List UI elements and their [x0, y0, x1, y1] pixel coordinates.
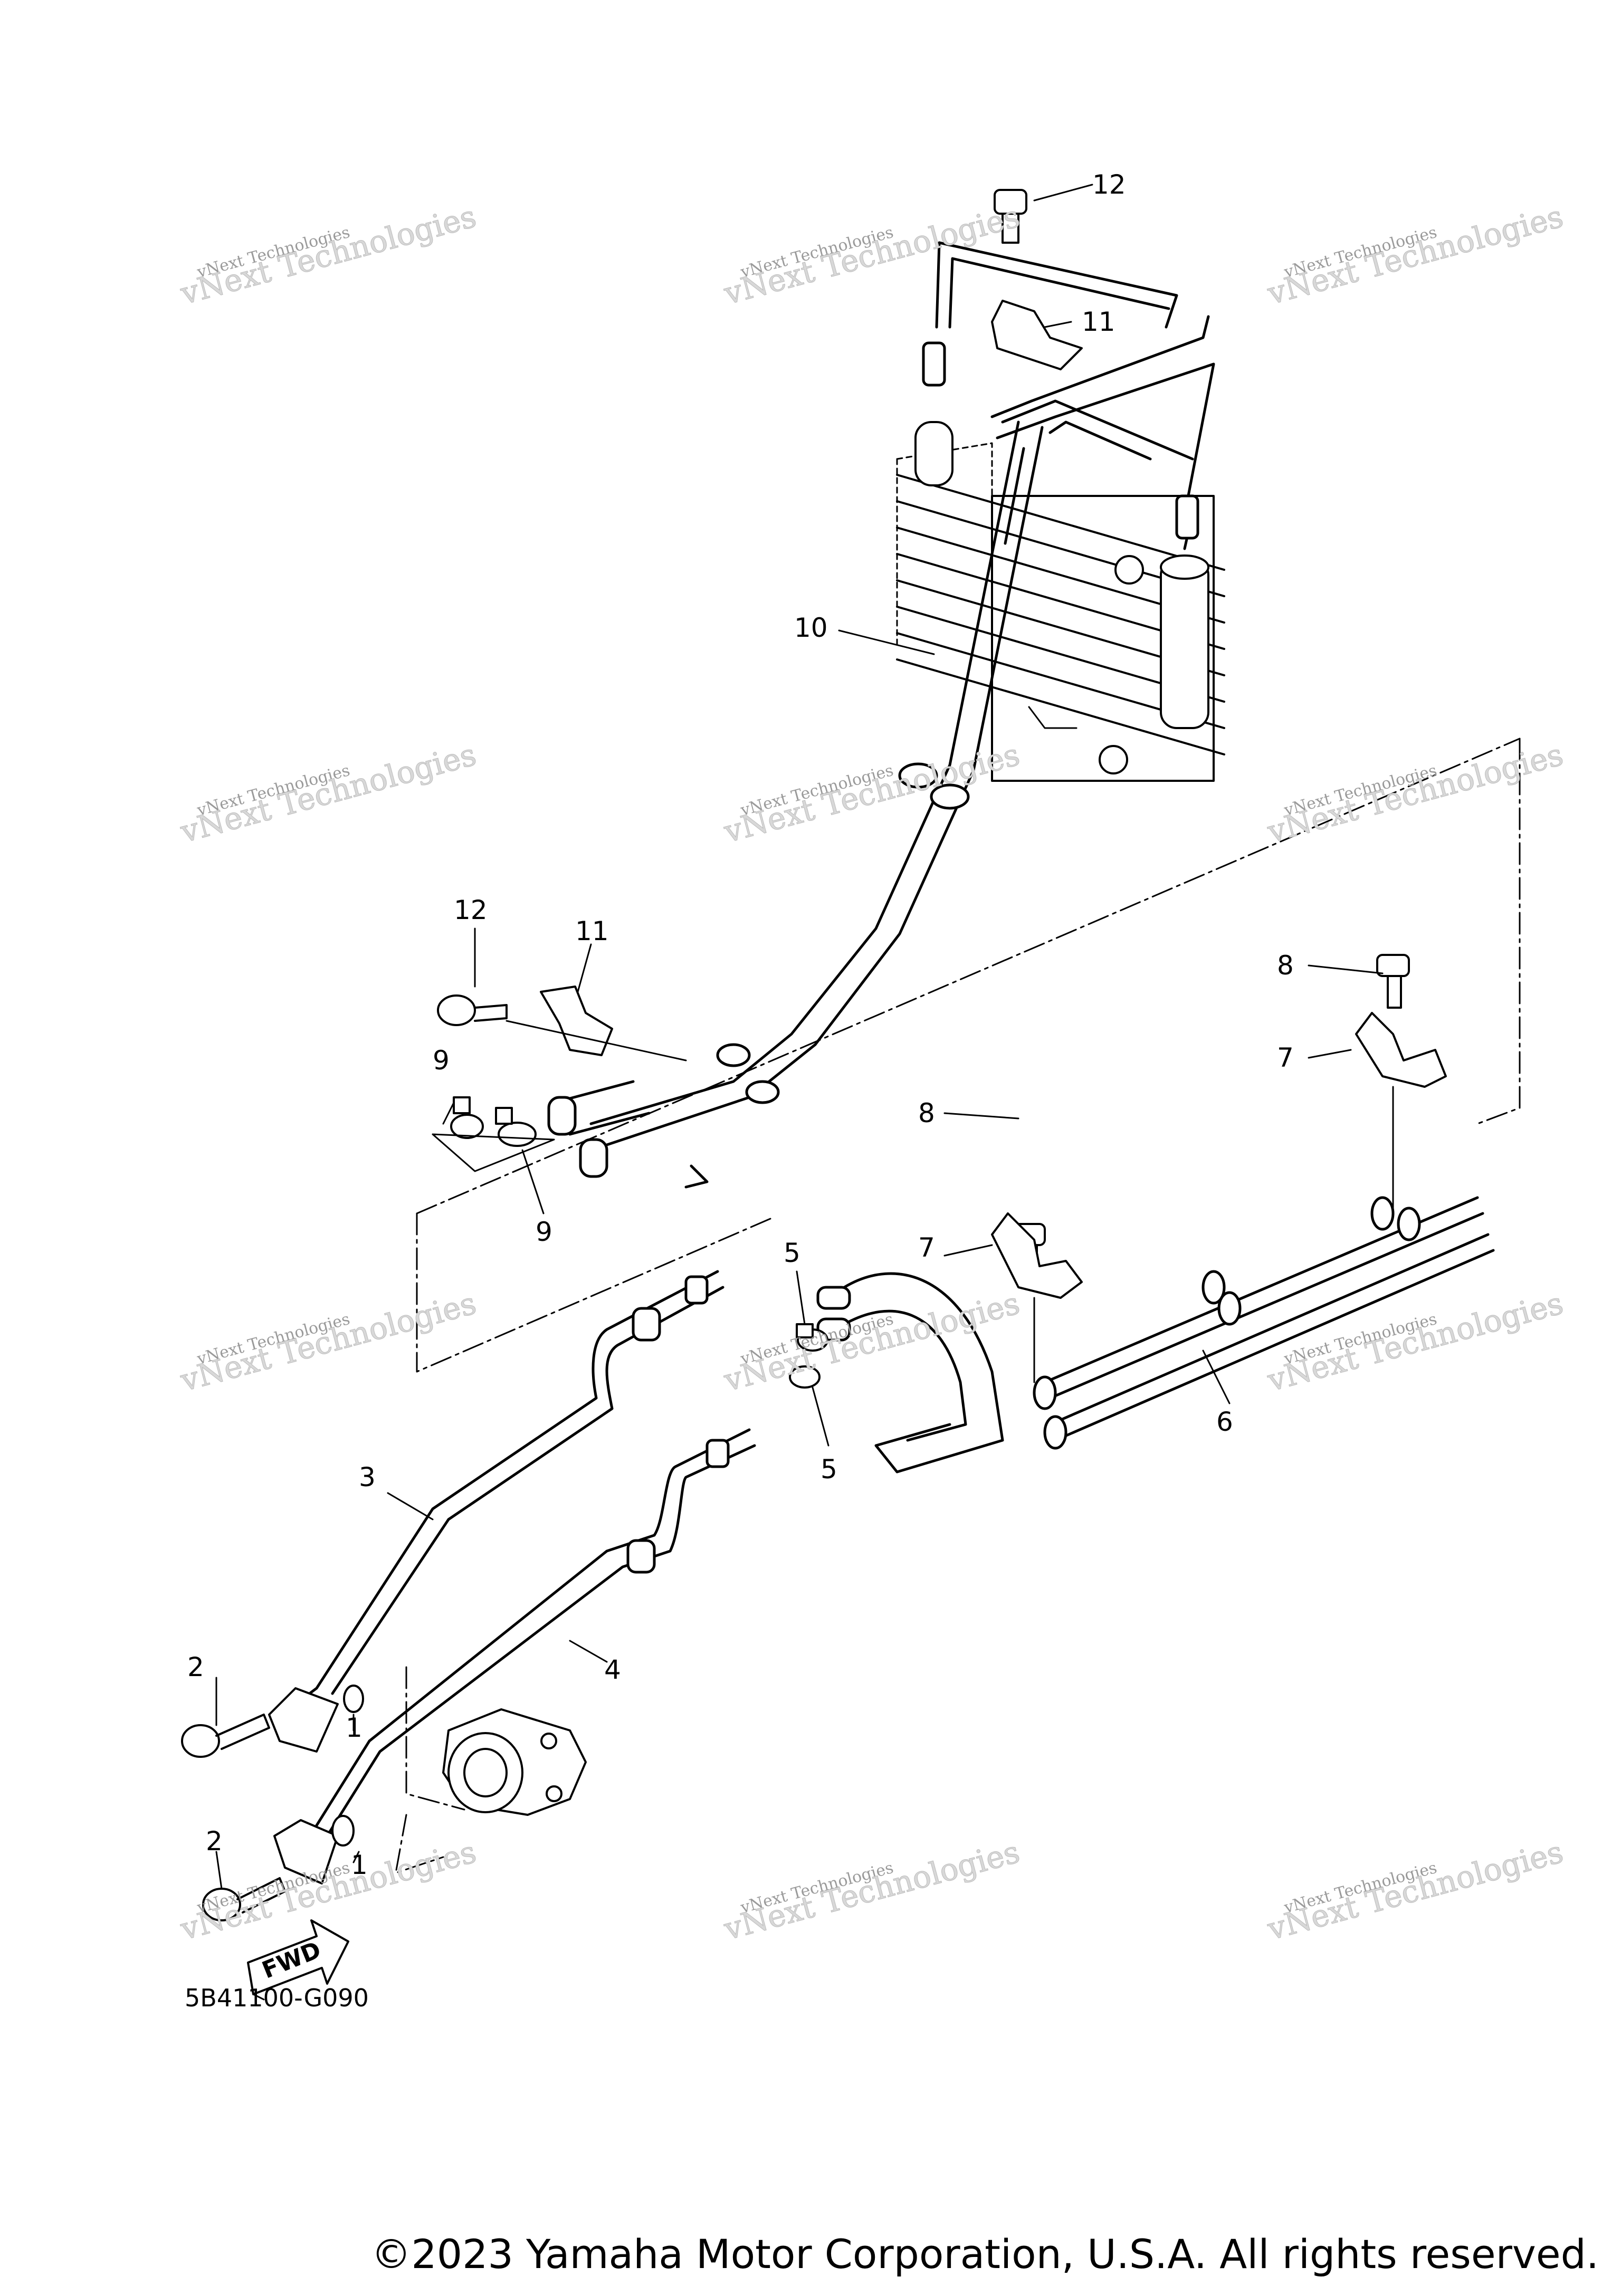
- callout-9-upper: 9: [433, 1045, 450, 1076]
- callout-2-upper: 2: [187, 1652, 204, 1682]
- hose-clips-5: [789, 1323, 828, 1389]
- pipe-4: [315, 1428, 756, 1838]
- flange-upper: [268, 1687, 339, 1753]
- bolt-12-left: [437, 994, 508, 1026]
- drawing-code: 5B41100-G090: [185, 1984, 369, 2012]
- clamp-11-left: [506, 986, 687, 1061]
- pipe-6: [816, 1196, 1495, 1474]
- callout-3: 3: [359, 1462, 376, 1493]
- bolt-2-lower: [202, 1877, 286, 1921]
- callout-4: 4: [604, 1654, 621, 1685]
- callout-11-top: 11: [1082, 307, 1115, 337]
- callout-8-upper: 8: [1277, 950, 1294, 981]
- callout-11-left: 11: [575, 916, 609, 946]
- callout-6: 6: [1216, 1407, 1233, 1437]
- callout-1-lower: 1: [351, 1850, 368, 1880]
- callout-8-lower: 8: [918, 1098, 935, 1128]
- callout-5-lower: 5: [821, 1454, 837, 1485]
- callout-12-top: 12: [1092, 169, 1126, 200]
- hose-clips-9: [432, 1096, 555, 1172]
- fwd-arrow: [247, 1919, 349, 2001]
- callout-12-left: 12: [454, 895, 488, 925]
- hose-10: [547, 241, 1215, 1189]
- pipe-3: [294, 1270, 724, 1706]
- callout-10: 10: [794, 613, 828, 643]
- boundary-lines: [416, 738, 1521, 1373]
- callout-2-lower: 2: [206, 1826, 223, 1857]
- clamp-7-lower: [991, 1212, 1083, 1383]
- clamp-11-top: [991, 300, 1083, 370]
- bolt-2-upper: [181, 1714, 270, 1758]
- callout-5-upper: 5: [784, 1238, 800, 1268]
- flange-lower: [273, 1819, 339, 1884]
- callout-7-lower: 7: [918, 1232, 935, 1263]
- callout-1-upper: 1: [346, 1713, 363, 1743]
- leader-lines: [215, 184, 1384, 1890]
- o-ring-1-upper: [343, 1685, 364, 1713]
- callout-7-upper: 7: [1277, 1042, 1294, 1073]
- clamp-7-upper: [1355, 1012, 1447, 1214]
- engine-flange: [395, 1666, 587, 1874]
- copyright-notice: ©2023 Yamaha Motor Corporation, U.S.A. A…: [371, 2231, 1599, 2278]
- oil-cooler: [896, 421, 1225, 782]
- bolt-8-upper: [1376, 954, 1410, 1009]
- callout-9-lower: 9: [536, 1217, 552, 1247]
- o-ring-1-lower: [331, 1815, 355, 1847]
- bolt-12-top: [994, 189, 1027, 244]
